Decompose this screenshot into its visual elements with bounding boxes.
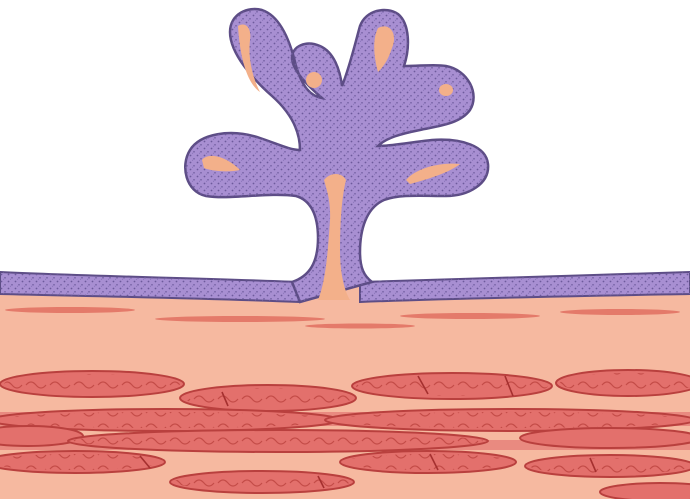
epithelium	[0, 9, 690, 302]
muscle-bundle	[180, 385, 356, 411]
muscle-bundle	[0, 371, 184, 397]
muscle-bundle	[520, 428, 690, 448]
muscle-bundle	[556, 370, 690, 396]
muscle-bundle	[352, 373, 552, 399]
muscle-bundle	[600, 483, 690, 499]
muscle-bundle	[525, 455, 690, 477]
muscle-bundle	[340, 451, 516, 473]
muscle-bundle	[170, 471, 354, 493]
muscle-bundle	[0, 451, 165, 473]
muscle-bundle	[68, 430, 488, 452]
